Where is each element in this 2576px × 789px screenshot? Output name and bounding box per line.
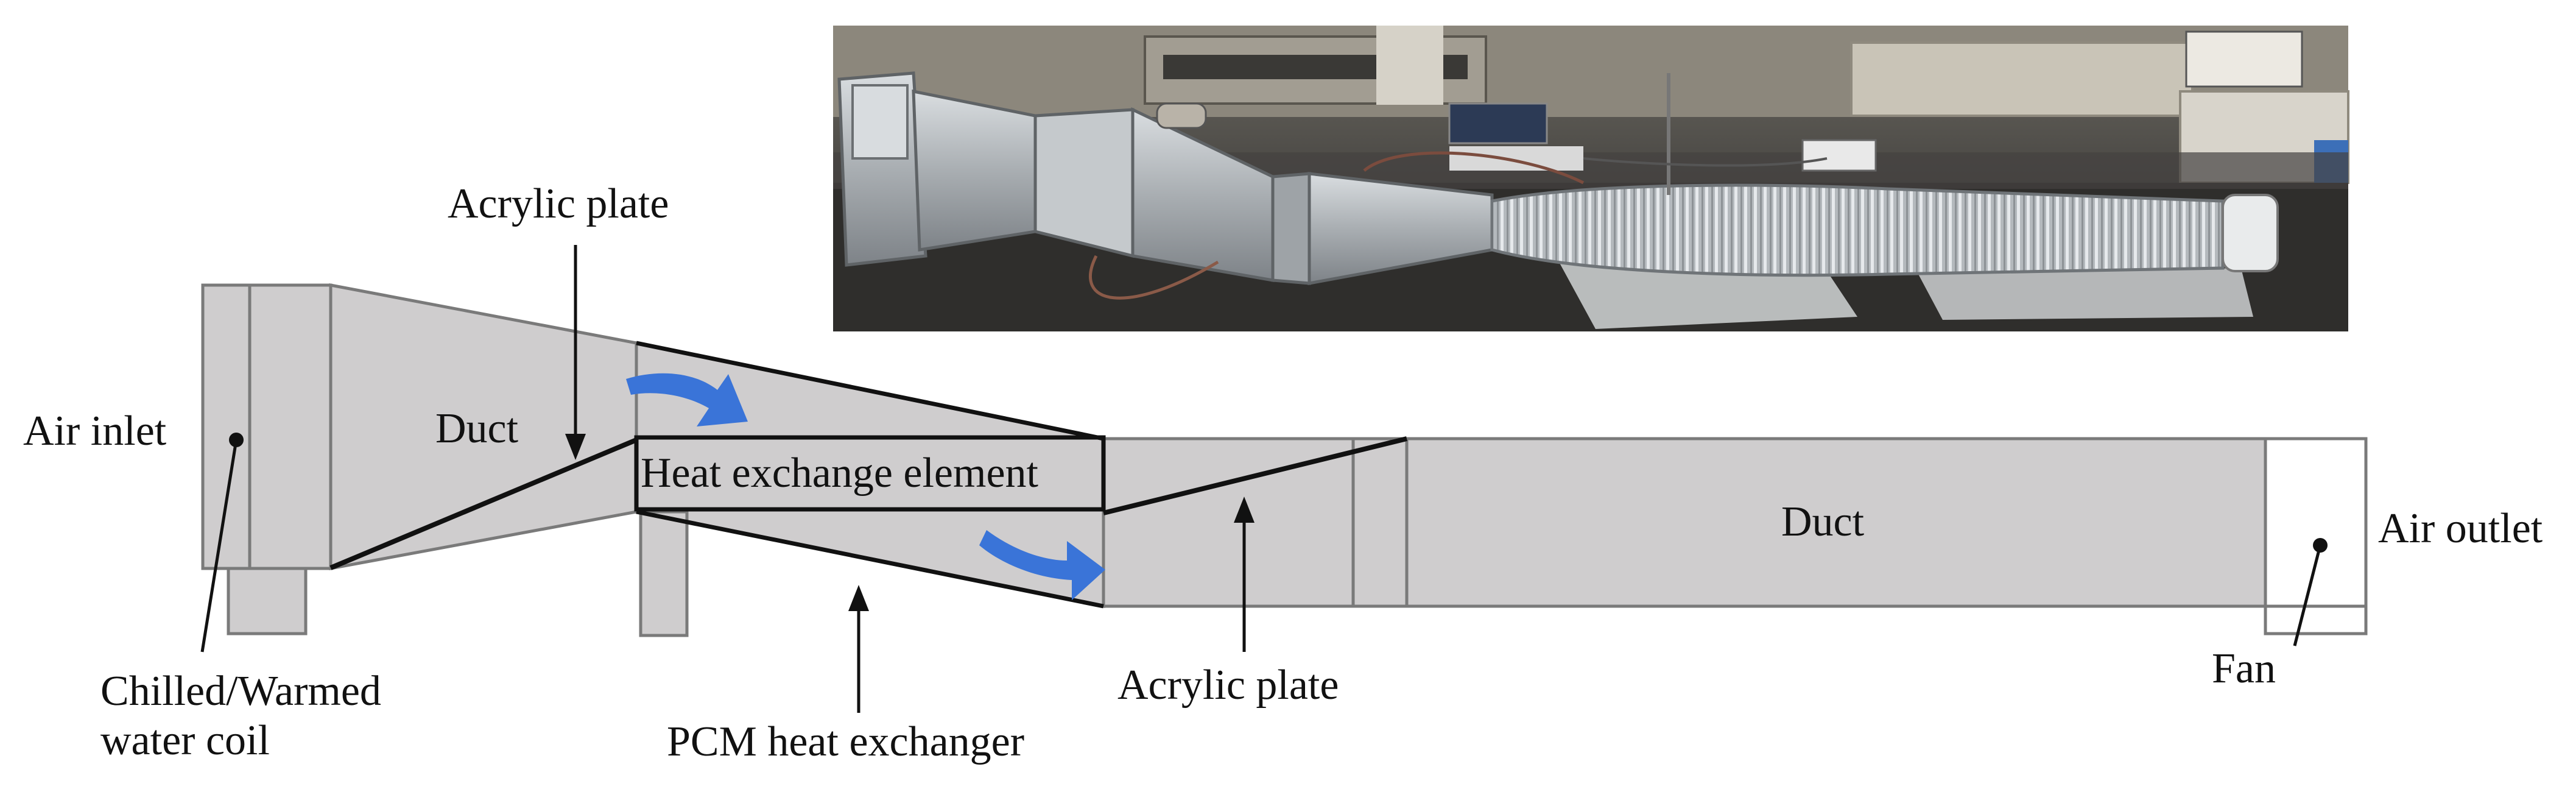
- diagram-shapes: [201, 283, 2368, 637]
- duct-right: [1405, 437, 2267, 608]
- airflow-arrows: [626, 373, 1105, 600]
- fan-base: [2264, 604, 2368, 635]
- acrylic-plate-right: [1103, 436, 1407, 515]
- duct-diffuser: [1102, 437, 1355, 608]
- airflow-arrow-top: [626, 373, 748, 426]
- air-outlet-label: Air outlet: [2378, 505, 2543, 552]
- duct-right-label: Duct: [1781, 498, 1865, 545]
- coil-label: Chilled/Warmed water coil: [100, 667, 381, 765]
- pcm-support: [639, 510, 689, 637]
- acrylic-plate-left: [329, 437, 638, 570]
- acrylic-plate-top-label: Acrylic plate: [448, 180, 669, 227]
- heat-exchange-element-label: Heat exchange element: [641, 450, 1038, 497]
- leader-lines: [200, 245, 2328, 713]
- coil-label-line2: water coil: [100, 716, 270, 764]
- airflow-arrow-bottom: [979, 530, 1105, 600]
- acrylic-plate-bottom-label: Acrylic plate: [1117, 662, 1339, 709]
- experimental-setup-photo: [833, 26, 2349, 331]
- pcm-heat-exchanger-label: PCM heat exchanger: [667, 718, 1025, 765]
- duct-left-label: Duct: [435, 405, 519, 452]
- diagram-black-lines: [329, 341, 1407, 609]
- duct-flange: [1351, 437, 1409, 608]
- coil-label-line1: Chilled/Warmed: [100, 668, 381, 715]
- coil-support: [227, 565, 308, 635]
- fan-box: [2264, 437, 2368, 608]
- fan-label: Fan: [2212, 645, 2276, 692]
- heat-exchange-element-box: [634, 435, 1106, 512]
- air-inlet-label: Air inlet: [23, 408, 167, 455]
